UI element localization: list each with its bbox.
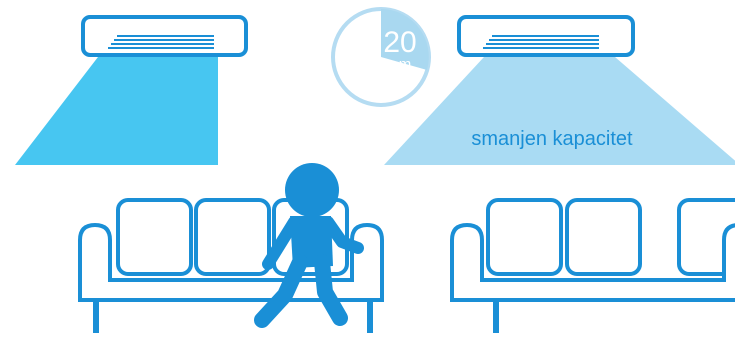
timer-value: 20 bbox=[383, 26, 416, 59]
right-air-conditioner-icon bbox=[459, 17, 633, 55]
right-sofa-icon bbox=[452, 200, 735, 333]
timer-icon: 20 m bbox=[333, 9, 429, 105]
reduced-capacity-label: smanjen kapacitet bbox=[471, 128, 633, 150]
strong-airflow-beam bbox=[15, 57, 218, 165]
timer-unit: m bbox=[399, 56, 412, 73]
left-air-conditioner-icon bbox=[83, 17, 246, 55]
